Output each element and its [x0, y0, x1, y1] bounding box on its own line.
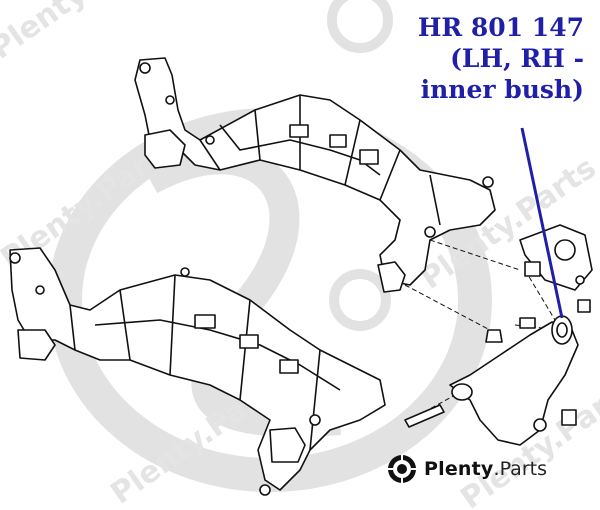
watermark-gear-2 — [329, 269, 391, 331]
part-number: HR 801 147 — [417, 13, 584, 42]
plenty-gear-logo-icon — [388, 455, 416, 483]
control-arm-assembly — [404, 224, 593, 446]
lower-subframe — [9, 247, 386, 496]
brand-watermark: Plenty.Parts — [386, 451, 547, 487]
upper-subframe — [134, 57, 496, 293]
part-position: (LH, RH - — [450, 44, 584, 73]
brand-tld: .Parts — [493, 458, 547, 480]
watermark-text: Plenty.Parts — [0, 0, 172, 67]
callout-pointer-line — [520, 127, 564, 319]
watermark-gear — [327, 0, 393, 53]
part-number-callout: HR 801 147 (LH, RH - inner bush) — [384, 12, 584, 105]
lower-control-arm — [449, 321, 579, 446]
part-description: inner bush) — [420, 75, 584, 104]
brand-name: Plenty — [424, 458, 494, 480]
bolt — [404, 404, 445, 428]
